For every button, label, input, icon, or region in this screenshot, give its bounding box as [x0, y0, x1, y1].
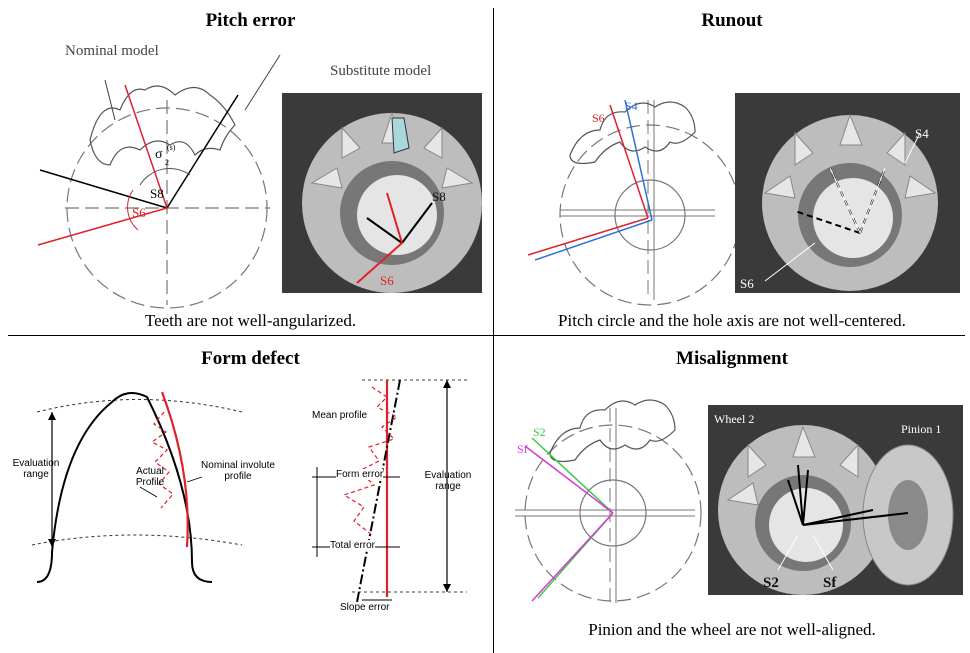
- runout-s4-label: S4: [625, 99, 638, 113]
- nominal-involute-label: Nominal involute profile: [201, 460, 275, 482]
- runout-title: Runout: [701, 10, 763, 31]
- sigma-sub: 2: [165, 158, 169, 167]
- misalignment-diagram: S2 Sf: [515, 399, 702, 603]
- pitch-error-diagram: S8 S6 σ 2 (s): [37, 54, 281, 309]
- misalignment-title: Misalignment: [676, 348, 788, 369]
- pitch-error-title: Pitch error: [205, 10, 296, 31]
- mean-profile-label: Mean profile: [312, 410, 368, 421]
- runout-s6-label: S6: [592, 111, 605, 125]
- mis-sf-render-label: Sf: [823, 575, 837, 591]
- actual-profile-label: Actual Profile: [135, 466, 165, 488]
- evaluation-range-label: Evaluation range: [12, 458, 60, 480]
- pitch-error-caption: Teeth are not well-angularized.: [144, 311, 357, 330]
- runout-render: S4 S6: [735, 93, 960, 293]
- sigma-sup: (s): [167, 143, 176, 152]
- mis-s2-render-label: S2: [763, 575, 779, 591]
- substitute-model-label: Substitute model: [330, 63, 432, 79]
- slope-error-label: Slope error: [340, 602, 390, 613]
- s6-label: S6: [132, 205, 146, 220]
- misalignment-render: Wheel 2 Pinion 1 S2 Sf: [708, 405, 963, 595]
- evaluation-range-2-label: Evaluation range: [424, 470, 472, 492]
- form-error-label: Form error: [336, 469, 384, 480]
- pinion-label: Pinion 1: [901, 422, 941, 436]
- s6-render-label: S6: [380, 273, 394, 288]
- s8-label: S8: [150, 186, 164, 201]
- horizontal-divider: [8, 335, 965, 336]
- wheel-label: Wheel 2: [714, 412, 754, 426]
- misalignment-caption: Pinion and the wheel are not well-aligne…: [588, 620, 876, 639]
- total-error-label: Total error: [330, 540, 376, 551]
- form-defect-error-diagram: [312, 379, 467, 603]
- s8-render-label: S8: [432, 189, 446, 204]
- vertical-divider: [493, 8, 494, 653]
- runout-s6-render-label: S6: [740, 276, 754, 291]
- runout-caption: Pitch circle and the hole axis are not w…: [558, 311, 906, 330]
- form-defect-title: Form defect: [201, 348, 300, 369]
- sigma-label: σ: [155, 147, 163, 162]
- runout-diagram: S6 S4: [527, 99, 741, 306]
- nominal-model-label: Nominal model: [65, 43, 159, 59]
- runout-s4-render-label: S4: [915, 126, 929, 141]
- mis-sf-label: Sf: [517, 442, 528, 456]
- mis-s2-label: S2: [533, 425, 546, 439]
- form-defect-profile-diagram: [31, 391, 243, 583]
- pitch-error-render: S8 S6: [282, 93, 482, 293]
